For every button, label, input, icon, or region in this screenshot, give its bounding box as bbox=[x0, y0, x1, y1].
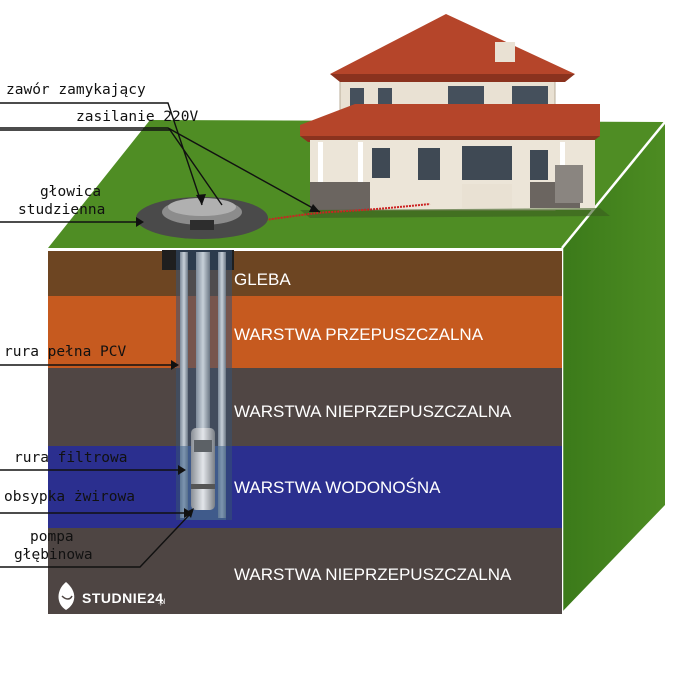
block-side bbox=[562, 122, 665, 612]
leader-lines bbox=[0, 102, 321, 568]
label-filter-pipe: rura filtrowa bbox=[14, 450, 128, 466]
layer-aquifer bbox=[48, 446, 562, 528]
label-pump-line1: pompa bbox=[30, 529, 74, 545]
label-power: zasilanie 220V bbox=[76, 109, 198, 125]
label-solid-pipe: rura pełna PCV bbox=[4, 344, 126, 360]
brand-name: STUDNIE24 bbox=[82, 590, 164, 606]
well-head-valve bbox=[190, 220, 214, 230]
layer-label-impermeable-2: WARSTWA NIEPRZEPUSZCZALNA bbox=[234, 565, 512, 584]
label-gravel-pack: obsypka żwirowa bbox=[4, 489, 135, 505]
layer-label-permeable: WARSTWA PRZEPUSZCZALNA bbox=[234, 325, 484, 344]
power-cable bbox=[211, 203, 431, 227]
deep-well-pump bbox=[191, 428, 215, 510]
layer-impermeable-1 bbox=[48, 368, 562, 446]
arrowheads bbox=[136, 194, 320, 518]
edge-line bbox=[561, 121, 666, 249]
layer-impermeable-2 bbox=[48, 528, 562, 614]
brand-logo: STUDNIE24 .pl bbox=[58, 582, 166, 610]
label-well-head-line1: głowica bbox=[40, 184, 101, 200]
layer-soil bbox=[48, 250, 562, 296]
label-well-head-line2: studzienna bbox=[18, 202, 105, 218]
layer-permeable bbox=[48, 296, 562, 368]
well-head-lid bbox=[168, 198, 236, 216]
house bbox=[300, 14, 610, 218]
layer-label-impermeable-1: WARSTWA NIEPRZEPUSZCZALNA bbox=[234, 402, 512, 421]
layer-label-soil: GLEBA bbox=[234, 270, 291, 289]
label-shutoff-valve: zawór zamykający bbox=[6, 82, 146, 98]
layer-label-aquifer: WARSTWA WODONOŚNA bbox=[234, 478, 441, 497]
drop-leaf-icon bbox=[58, 582, 75, 610]
brand-suffix: .pl bbox=[158, 599, 166, 606]
label-pump-line2: głębinowa bbox=[14, 547, 93, 563]
